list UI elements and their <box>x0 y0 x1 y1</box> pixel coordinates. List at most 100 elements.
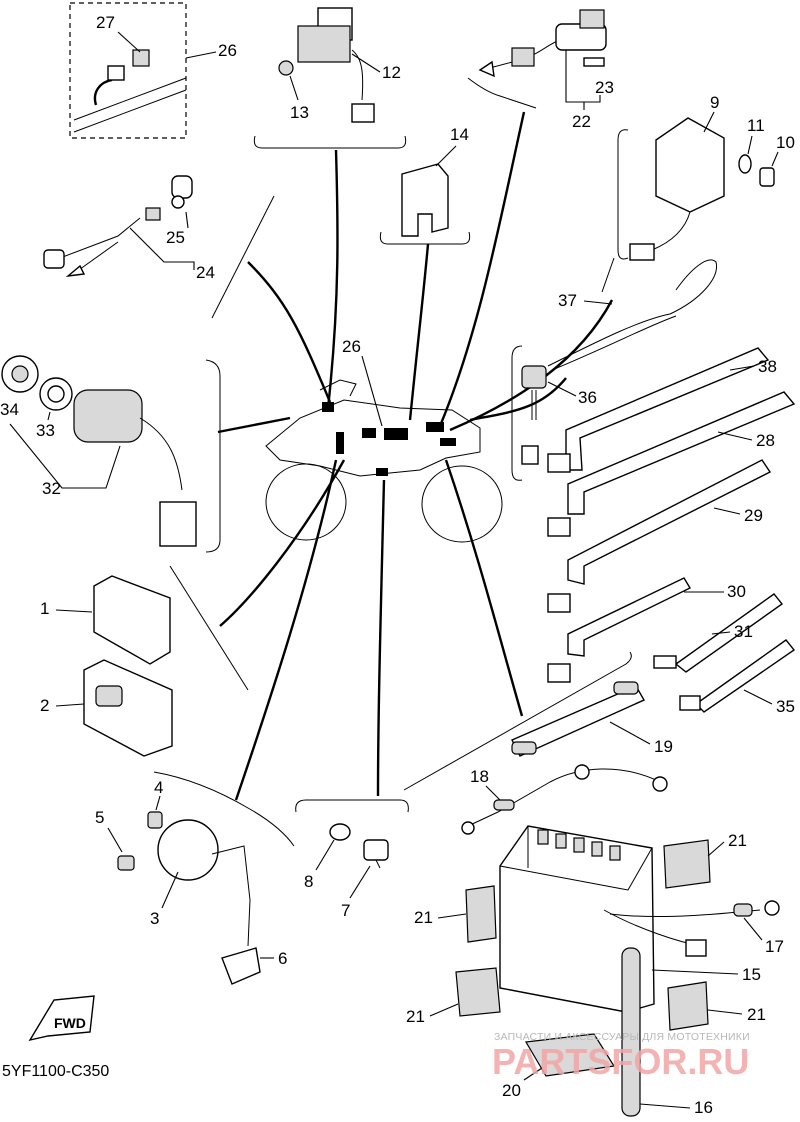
part-29-cable-tie[interactable]: 29 <box>547 459 772 613</box>
part-20-battery-pad[interactable]: 20 <box>502 1033 615 1100</box>
callout-14: 14 <box>450 125 469 144</box>
part-4-bolt[interactable]: 4 <box>147 778 163 829</box>
callout-7: 7 <box>341 901 350 920</box>
bracket-19 <box>403 651 632 791</box>
bracket-22 <box>467 77 537 109</box>
part-27-clip[interactable]: 27 <box>96 13 141 53</box>
part-21-damper-c[interactable]: 21 <box>406 967 501 1026</box>
part-28-cable-tie[interactable]: 28 <box>547 391 796 537</box>
part-24-sensor-lead[interactable]: 24 <box>43 207 215 282</box>
part-5-screw[interactable]: 5 <box>95 808 135 871</box>
callout-26-top: 26 <box>218 41 237 60</box>
bracket-14 <box>379 231 471 245</box>
part-10-screw[interactable]: 10 <box>759 133 795 187</box>
callout-1: 1 <box>40 599 49 618</box>
part-16-breather-hose[interactable]: 16 <box>621 947 713 1117</box>
callout-18: 18 <box>470 767 489 786</box>
vehicle-outline <box>265 379 503 543</box>
part-37-cable-harness[interactable]: 37 <box>547 257 717 371</box>
callout-25: 25 <box>166 228 185 247</box>
callout-5: 5 <box>95 808 104 827</box>
part-14-cover[interactable]: 14 <box>401 125 469 237</box>
callout-36: 36 <box>578 388 597 407</box>
bracket-12 <box>253 135 407 149</box>
callout-8: 8 <box>304 872 313 891</box>
bracket-1 <box>169 565 249 691</box>
callout-32: 32 <box>42 479 61 498</box>
part-23-fuse[interactable]: 23 <box>583 57 614 97</box>
callout-23: 23 <box>595 78 614 97</box>
callout-12: 12 <box>382 63 401 82</box>
part-21-damper-d[interactable]: 21 <box>667 981 766 1031</box>
callout-21-c: 21 <box>406 1007 425 1026</box>
part-33-nut[interactable]: 33 <box>36 377 73 440</box>
watermark-caption: ЗАПЧАСТИ И АКСЕССУАРЫ ДЛЯ МОТОТЕХНИКИ <box>494 1031 750 1043</box>
part-12-starter-relay[interactable]: 12 <box>297 7 401 123</box>
part-30-cable-tie[interactable]: 30 <box>547 577 746 683</box>
bracket-36 <box>511 345 523 481</box>
part-11-washer[interactable]: 11 <box>738 116 765 174</box>
part-8-gasket[interactable]: 8 <box>304 823 351 891</box>
fwd-label: FWD <box>54 1015 86 1031</box>
bracket-32 <box>205 359 221 553</box>
callout-3: 3 <box>150 909 159 928</box>
part-6-plug-cap[interactable]: 6 <box>221 947 287 985</box>
part-25-cap[interactable]: 25 <box>166 175 193 247</box>
callout-2: 2 <box>40 696 49 715</box>
part-18-positive-cable[interactable]: 18 <box>461 764 668 835</box>
part-26-harness[interactable]: 26 <box>342 337 383 427</box>
part-17-negative-cable[interactable]: 17 <box>609 900 784 956</box>
part-2-holder[interactable]: 2 <box>40 659 173 757</box>
callout-35: 35 <box>776 697 795 716</box>
part-19-battery-band[interactable]: 19 <box>511 681 673 757</box>
callout-33: 33 <box>36 421 55 440</box>
callout-21-a: 21 <box>728 831 747 850</box>
part-31-cable-tie[interactable]: 31 <box>653 593 784 673</box>
bracket-7 <box>295 799 409 813</box>
bracket-24 <box>211 195 275 319</box>
callout-16: 16 <box>694 1098 713 1117</box>
part-15-battery[interactable]: 15 <box>499 825 761 1013</box>
callout-11: 11 <box>747 116 765 135</box>
callout-17: 17 <box>765 937 784 956</box>
part-35-cable-tie[interactable]: 35 <box>679 639 796 716</box>
callout-20: 20 <box>502 1081 521 1100</box>
callout-6: 6 <box>278 949 287 968</box>
part-3-ignition-coil[interactable]: 3 <box>150 819 251 947</box>
callout-9: 9 <box>710 93 719 112</box>
bracket-3 <box>153 771 295 847</box>
part-36-sensor[interactable]: 36 <box>521 365 597 465</box>
callout-22: 22 <box>572 112 591 131</box>
part-21-damper-a[interactable]: 21 <box>663 831 747 889</box>
fwd-arrow-icon: FWD <box>28 995 95 1042</box>
callout-15: 15 <box>742 965 761 984</box>
part-32-main-switch[interactable]: 32 <box>9 389 197 547</box>
harness-leader-lines <box>217 111 614 801</box>
callout-13: 13 <box>290 103 309 122</box>
part-9-cdi-unit[interactable]: 9 <box>629 93 725 261</box>
callout-4: 4 <box>154 778 163 797</box>
callout-21-d: 21 <box>747 1005 766 1024</box>
watermark-brand: PARTSFOR.RU <box>492 1041 749 1082</box>
part-26-tie-plate[interactable]: 26 <box>185 41 237 60</box>
part-1-control-unit[interactable]: 1 <box>40 575 171 665</box>
part-38-cable-tie[interactable]: 38 <box>547 347 777 473</box>
callout-29: 29 <box>744 506 763 525</box>
part-34-knob[interactable]: 34 <box>0 355 39 419</box>
callout-26-center: 26 <box>342 337 361 356</box>
inset-box-26 <box>69 2 187 139</box>
part-21-damper-b[interactable]: 21 <box>414 885 497 943</box>
callout-10: 10 <box>776 133 795 152</box>
callout-21-b: 21 <box>414 908 433 927</box>
diagram-code: 5YF1100-C350 <box>2 1063 109 1080</box>
callout-28: 28 <box>756 431 775 450</box>
callout-34: 34 <box>0 400 19 419</box>
callout-27: 27 <box>96 13 115 32</box>
part-22-fuse-holder[interactable]: 22 <box>478 9 607 131</box>
callout-38: 38 <box>758 357 777 376</box>
part-13-bolt[interactable]: 13 <box>278 60 309 122</box>
callout-19: 19 <box>654 737 673 756</box>
callout-31: 31 <box>734 622 753 641</box>
part-7-switch[interactable]: 7 <box>341 839 389 920</box>
